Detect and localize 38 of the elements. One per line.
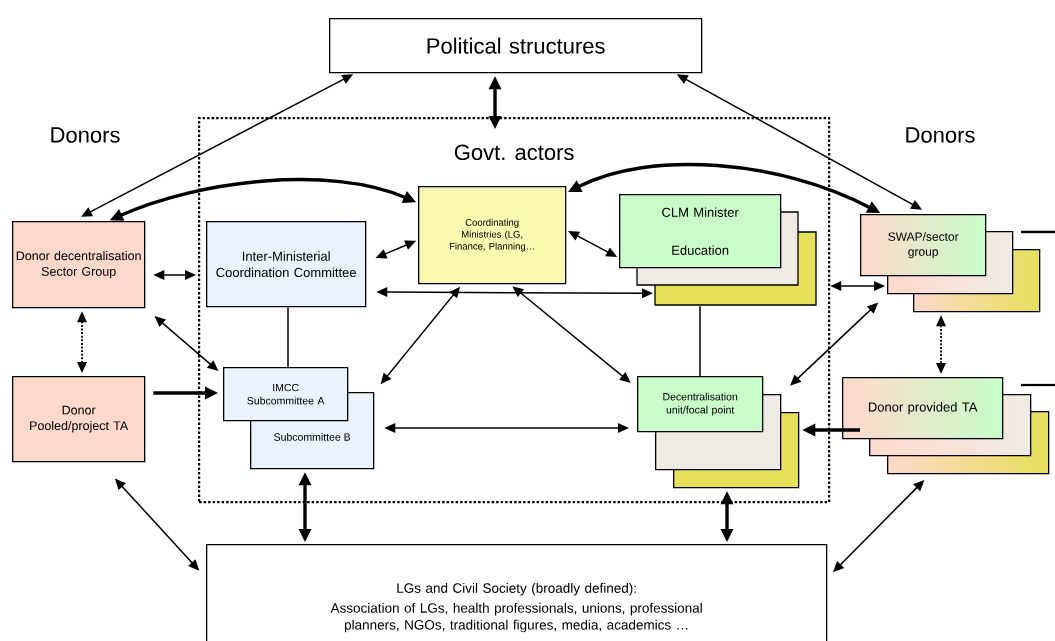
arrow xyxy=(676,74,923,210)
arrow xyxy=(512,286,631,383)
arrow xyxy=(384,423,629,433)
arrow xyxy=(153,386,218,400)
arrow xyxy=(790,302,879,386)
arrow xyxy=(81,74,354,217)
arrow xyxy=(488,76,502,129)
arrow xyxy=(802,423,860,437)
arrow xyxy=(830,281,885,291)
arrow xyxy=(376,287,653,299)
arrow xyxy=(375,240,417,259)
process-box: Inter-Ministerial Coordination Committee xyxy=(206,221,367,308)
info-box: LGs and Civil Society (broadly defined): Association of LGs, health professionals, unions, professional planners, NGOs, traditional figures, media, academics … xyxy=(206,544,828,641)
arrow xyxy=(114,478,200,571)
process-box: Coordinating Ministries (LG, Finance, Planning… xyxy=(418,186,567,285)
group-heading: Donors xyxy=(906,127,975,143)
connector-line xyxy=(699,305,701,377)
arrow xyxy=(936,315,946,374)
arrow xyxy=(380,286,461,385)
title-box: Political structures xyxy=(329,18,703,74)
arrow xyxy=(154,316,219,372)
process-box: SWAP/sector group xyxy=(860,214,987,277)
arrow xyxy=(568,162,881,214)
arrow xyxy=(109,177,417,221)
arrow xyxy=(720,491,734,542)
arrow xyxy=(568,230,618,258)
arrow xyxy=(832,480,925,573)
process-box: Decentralisation unit/focal point xyxy=(637,376,764,433)
group-heading: Donors xyxy=(51,127,120,143)
arrow xyxy=(298,472,312,542)
process-box: IMCC Subcommittee A xyxy=(223,367,349,422)
arrow xyxy=(153,270,196,280)
arrow xyxy=(77,311,87,373)
connector-line xyxy=(287,306,289,368)
process-box: Donor Pooled/project TA xyxy=(12,376,146,463)
process-box: Donor provided TA xyxy=(842,377,1004,440)
process-box: CLM Minister Education xyxy=(619,194,817,306)
process-box: Donor decentralisation Sector Group xyxy=(12,221,146,309)
